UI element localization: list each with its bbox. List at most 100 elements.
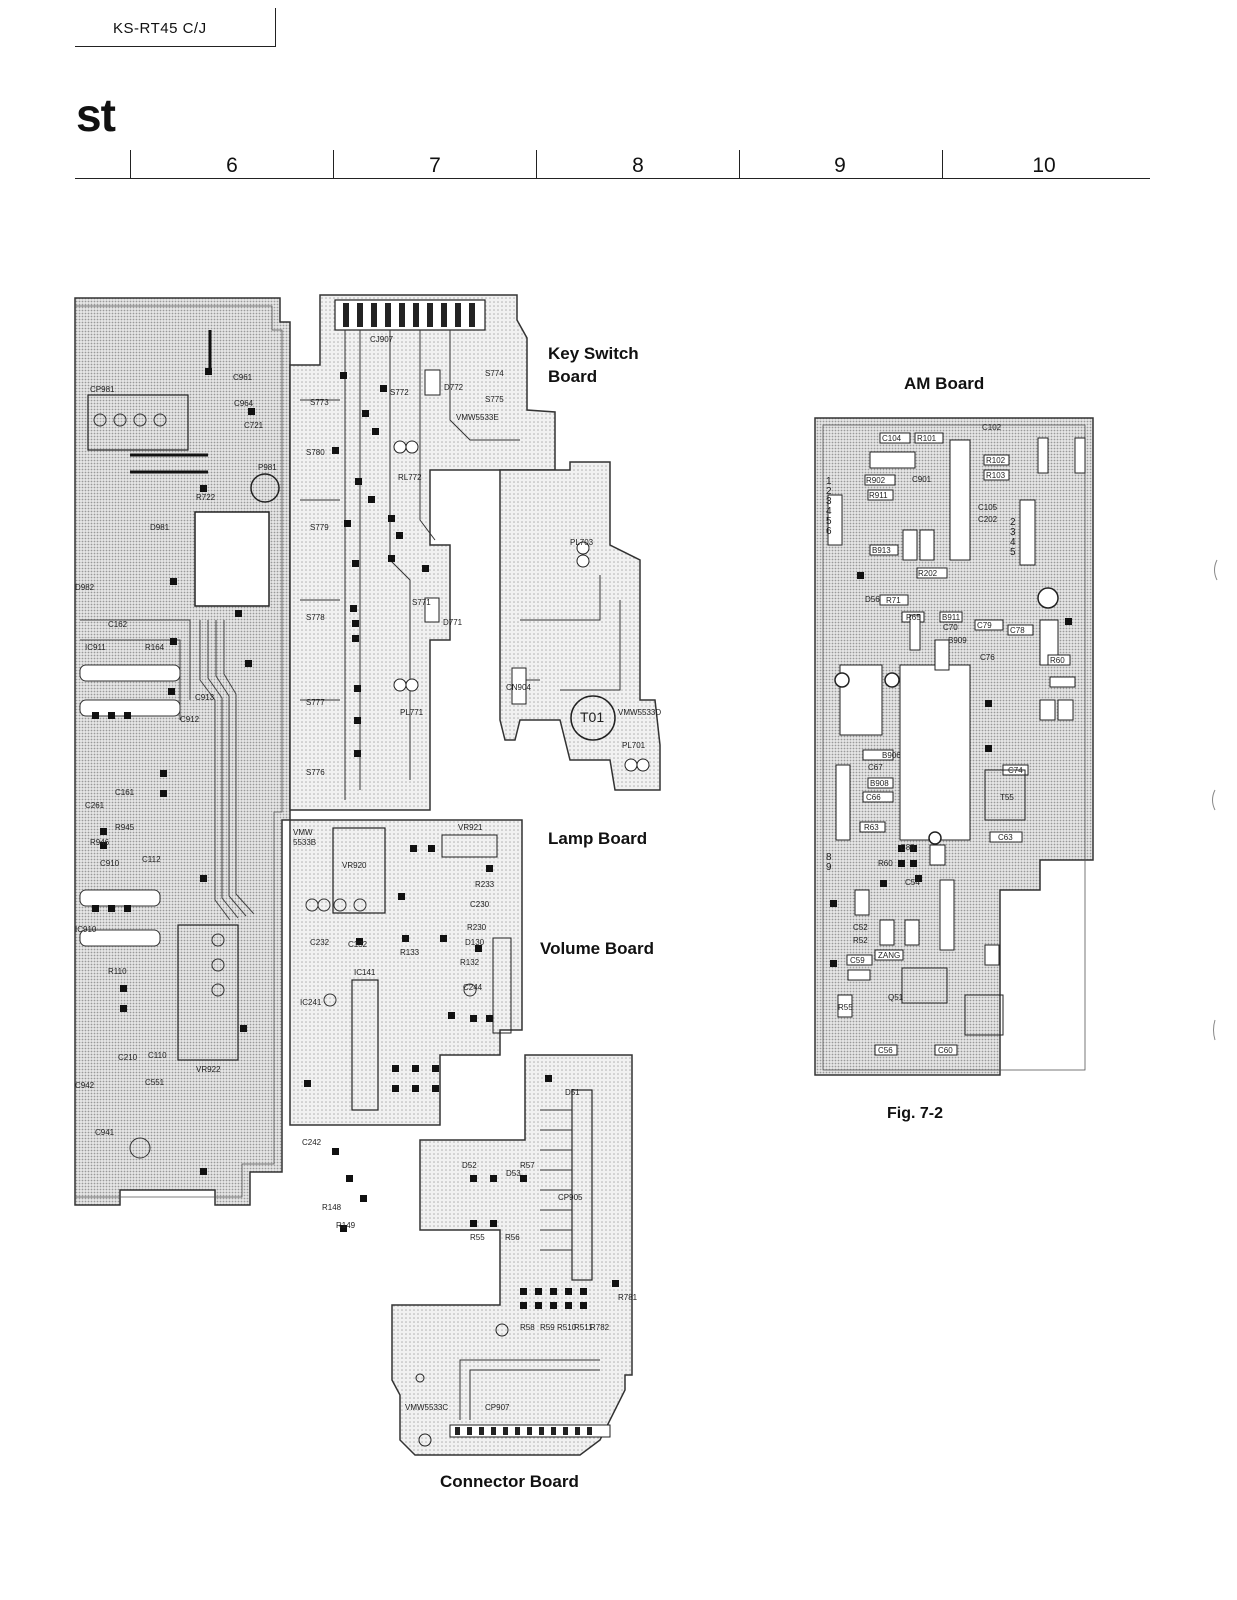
svg-text:R911: R911 (869, 491, 888, 500)
svg-text:C910: C910 (100, 859, 120, 868)
svg-text:VR921: VR921 (458, 823, 483, 832)
svg-text:R133: R133 (400, 948, 420, 957)
svg-text:D982: D982 (75, 583, 95, 592)
column-tick (130, 150, 131, 178)
svg-text:C110: C110 (148, 1051, 167, 1060)
svg-text:C76: C76 (980, 653, 995, 662)
svg-text:B911: B911 (942, 613, 961, 622)
svg-text:C54: C54 (905, 878, 920, 887)
svg-text:5: 5 (826, 516, 832, 527)
svg-text:R230: R230 (467, 923, 487, 932)
svg-text:C551: C551 (145, 1078, 165, 1087)
column-rule (75, 178, 1150, 179)
svg-text:D56: D56 (865, 595, 880, 604)
svg-text:C210: C210 (118, 1053, 138, 1062)
svg-text:C202: C202 (978, 515, 998, 524)
connector-board-label: Connector Board (440, 1472, 579, 1491)
svg-text:C161: C161 (115, 788, 135, 797)
column-tick (536, 150, 537, 178)
svg-text:PL701: PL701 (622, 741, 646, 750)
volume-board: VR921 VMW 5533B VR920 R233 C230 R230 C23… (289, 819, 523, 1232)
svg-text:R511: R511 (574, 1323, 593, 1332)
key-switch-label-line2: Board (548, 367, 598, 386)
column-number-9: 9 (834, 154, 846, 177)
svg-text:C74: C74 (1008, 766, 1023, 775)
svg-text:R60: R60 (1050, 656, 1065, 665)
svg-text:CJ907: CJ907 (370, 335, 394, 344)
svg-text:C66: C66 (866, 793, 881, 802)
svg-text:C964: C964 (234, 399, 254, 408)
svg-text:R782: R782 (590, 1323, 610, 1332)
svg-text:R56: R56 (505, 1233, 520, 1242)
svg-text:CN904: CN904 (506, 683, 531, 692)
svg-text:D53: D53 (506, 1169, 521, 1178)
svg-text:PL703: PL703 (570, 538, 594, 547)
svg-text:D772: D772 (444, 383, 464, 392)
column-tick (333, 150, 334, 178)
svg-text:Q51: Q51 (888, 993, 904, 1002)
svg-text:C79: C79 (977, 621, 992, 630)
svg-text:CP907: CP907 (485, 1403, 510, 1412)
svg-text:PL771: PL771 (400, 708, 424, 717)
svg-text:C942: C942 (75, 1081, 95, 1090)
svg-text:R65: R65 (906, 613, 921, 622)
svg-text:5533B: 5533B (293, 838, 316, 847)
svg-text:S777: S777 (306, 698, 325, 707)
svg-text:VMW5533E: VMW5533E (456, 413, 499, 422)
column-number-7: 7 (429, 154, 441, 177)
svg-text:R102: R102 (986, 456, 1006, 465)
svg-text:5: 5 (1010, 547, 1016, 558)
svg-text:S780: S780 (306, 448, 325, 457)
svg-text:R71: R71 (886, 596, 901, 605)
svg-text:C912: C912 (180, 715, 200, 724)
svg-text:C52: C52 (853, 923, 868, 932)
svg-text:B913: B913 (872, 546, 891, 555)
svg-text:C162: C162 (108, 620, 128, 629)
svg-text:T55: T55 (1000, 793, 1014, 802)
svg-text:3: 3 (826, 496, 832, 507)
svg-text:C721: C721 (244, 421, 264, 430)
model-id: KS-RT45 C/J (113, 20, 207, 37)
svg-text:2: 2 (1010, 517, 1016, 528)
svg-text:R132: R132 (460, 958, 480, 967)
svg-text:IC911: IC911 (85, 643, 106, 652)
svg-text:R55: R55 (470, 1233, 485, 1242)
connector-board: D51 D52 D53 R57 R55 R56 CP905 R58 R59 R5… (391, 1054, 638, 1456)
svg-text:S771: S771 (412, 598, 431, 607)
svg-text:S778: S778 (306, 613, 325, 622)
svg-text:D51: D51 (565, 1088, 580, 1097)
svg-text:C63: C63 (998, 833, 1013, 842)
svg-text:R57: R57 (520, 1161, 535, 1170)
svg-text:C102: C102 (982, 423, 1002, 432)
svg-text:R946: R946 (90, 838, 110, 847)
svg-text:S776: S776 (306, 768, 325, 777)
svg-text:R59: R59 (540, 1323, 555, 1332)
svg-text:R233: R233 (475, 880, 495, 889)
svg-text:R58: R58 (520, 1323, 535, 1332)
svg-text:RL772: RL772 (398, 473, 422, 482)
svg-text:R55: R55 (838, 1003, 853, 1012)
svg-text:P981: P981 (258, 463, 277, 472)
svg-text:C961: C961 (233, 373, 253, 382)
svg-text:D771: D771 (443, 618, 463, 627)
svg-text:C112: C112 (142, 855, 161, 864)
svg-text:IC241: IC241 (300, 998, 322, 1007)
svg-text:C242: C242 (302, 1138, 322, 1147)
svg-text:R63: R63 (864, 823, 879, 832)
svg-text:T01: T01 (580, 709, 604, 725)
svg-text:3: 3 (1010, 527, 1016, 538)
svg-text:R722: R722 (196, 493, 216, 502)
svg-text:C261: C261 (85, 801, 105, 810)
svg-text:S773: S773 (310, 398, 329, 407)
am-board-label: AM Board (904, 374, 985, 393)
svg-text:R148: R148 (322, 1203, 342, 1212)
svg-text:C105: C105 (978, 503, 998, 512)
page-title-fragment: st (76, 89, 116, 141)
key-switch-label-line1: Key Switch (548, 344, 639, 363)
svg-text:C230: C230 (470, 900, 490, 909)
svg-text:VR920: VR920 (342, 861, 367, 870)
column-number-6: 6 (226, 154, 238, 177)
margin-marks (1212, 559, 1218, 1041)
lamp-board-label: Lamp Board (548, 829, 648, 848)
svg-text:R510: R510 (557, 1323, 577, 1332)
